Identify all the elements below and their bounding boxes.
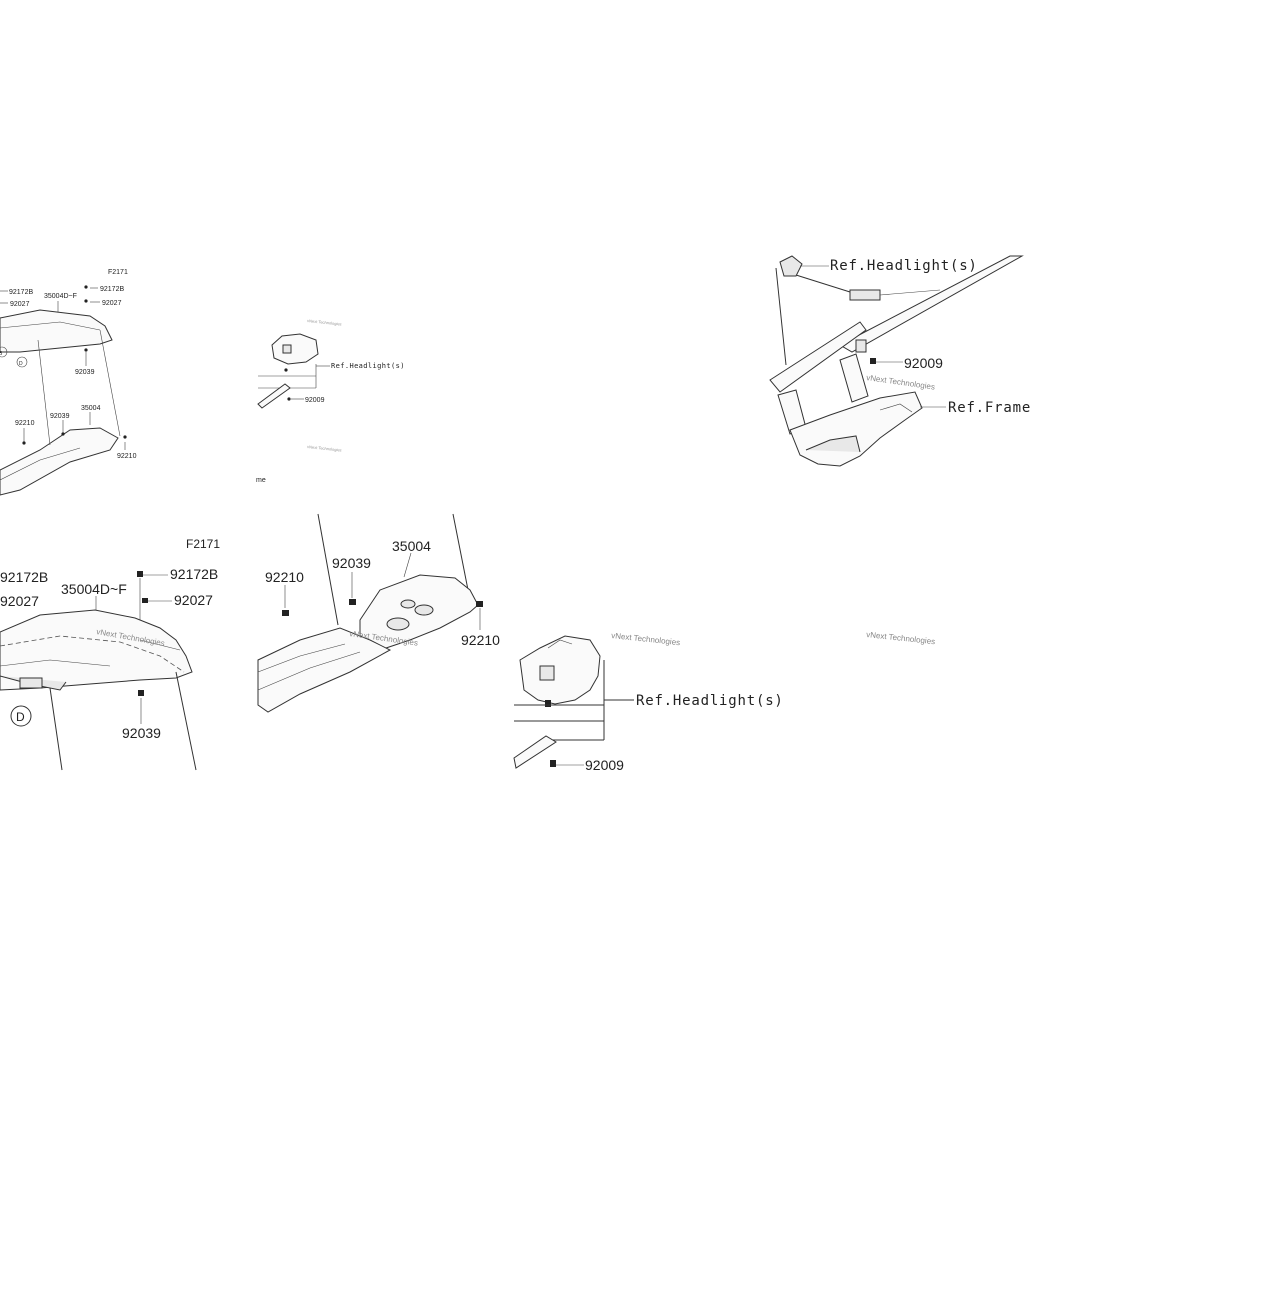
label-92009-frame: 92009 [904, 355, 943, 371]
label-92039-large: 92039 [122, 725, 161, 741]
frame-rail-upper [838, 255, 1024, 353]
label-92172B-left: 92172B [0, 569, 48, 585]
label-35004DF: 35004D~F [61, 581, 127, 597]
label-92039-small-lower: 92039 [50, 413, 70, 420]
label-frame-fragment: me [256, 477, 266, 484]
label-ref-headlight-frame: Ref.Headlight(s) [830, 258, 978, 274]
label-92027-small-left: 92027 [10, 301, 30, 308]
label-92039-lower: 92039 [332, 555, 371, 571]
label-35004-small: 35004 [81, 405, 101, 412]
panel-headlight-bracket: vNext Technologies Ref.Headlight(s) 9200… [513, 631, 784, 773]
label-92210-small-left: 92210 [15, 420, 35, 427]
callout-d-small: D [19, 361, 23, 367]
label-ref-headlight: Ref.Headlight(s) [636, 693, 784, 709]
panel-lower-cover-large: vNext Technologies 92210 92039 35004 922… [257, 513, 500, 713]
label-92009-small: 92009 [305, 397, 325, 404]
label-35004: 35004 [392, 538, 431, 554]
frame-top-bracket [779, 255, 803, 277]
label-92210-small-right: 92210 [117, 453, 137, 460]
cover-lower-small [0, 427, 119, 496]
label-92172B-small-right: 92172B [100, 286, 124, 293]
label-92027-left: 92027 [0, 593, 39, 609]
label-92039-small: 92039 [75, 369, 95, 376]
label-ref-headlight-small: Ref.Headlight(s) [331, 362, 405, 370]
watermark-frame: vNext Technologies [866, 373, 936, 392]
callout-d: D [16, 710, 25, 724]
cover-rail [257, 627, 392, 713]
label-92009: 92009 [585, 757, 624, 773]
label-figure-code-small: F2171 [108, 269, 128, 276]
watermark-bracket: vNext Technologies [611, 631, 681, 647]
watermark-small-1: vNext Technologies [307, 318, 342, 327]
frame-bar-small [257, 383, 291, 409]
panel-watermark-only: vNext Technologies [866, 630, 936, 646]
headlight-bracket [519, 635, 601, 705]
cover-upper-small [0, 309, 113, 353]
label-35004DF-small: 35004D~F [44, 293, 77, 300]
label-ref-frame: Ref.Frame [948, 400, 1031, 416]
frame-base [789, 391, 923, 467]
label-figure-code-large: F2171 [186, 537, 220, 551]
label-92210-left: 92210 [265, 569, 304, 585]
panel-frame: vNext Technologies Ref.Headlight(s) 9200… [769, 255, 1031, 467]
bracket-small [271, 333, 319, 365]
label-92172B-small-left: 92172B [9, 289, 33, 296]
panel-headlight-small: vNext Technologies vNext Technologies Re… [256, 318, 405, 484]
frame-plate [769, 321, 867, 393]
watermark-empty-panel: vNext Technologies [866, 630, 936, 646]
label-92027-right: 92027 [174, 592, 213, 608]
panel-overview-small: F2171 B D 92172B 92027 35004D~F 921 [0, 269, 137, 496]
watermark-small-2: vNext Technologies [307, 444, 342, 453]
frame-upright-right [839, 353, 869, 403]
panel-upper-cover-large: F2171 D vNext Technologies 92172B 92027 … [0, 537, 220, 771]
frame-bar [513, 735, 557, 769]
callout-b-small: B [0, 351, 3, 357]
label-92210-right: 92210 [461, 632, 500, 648]
label-92172B-right: 92172B [170, 566, 218, 582]
label-92027-small-right: 92027 [102, 300, 122, 307]
